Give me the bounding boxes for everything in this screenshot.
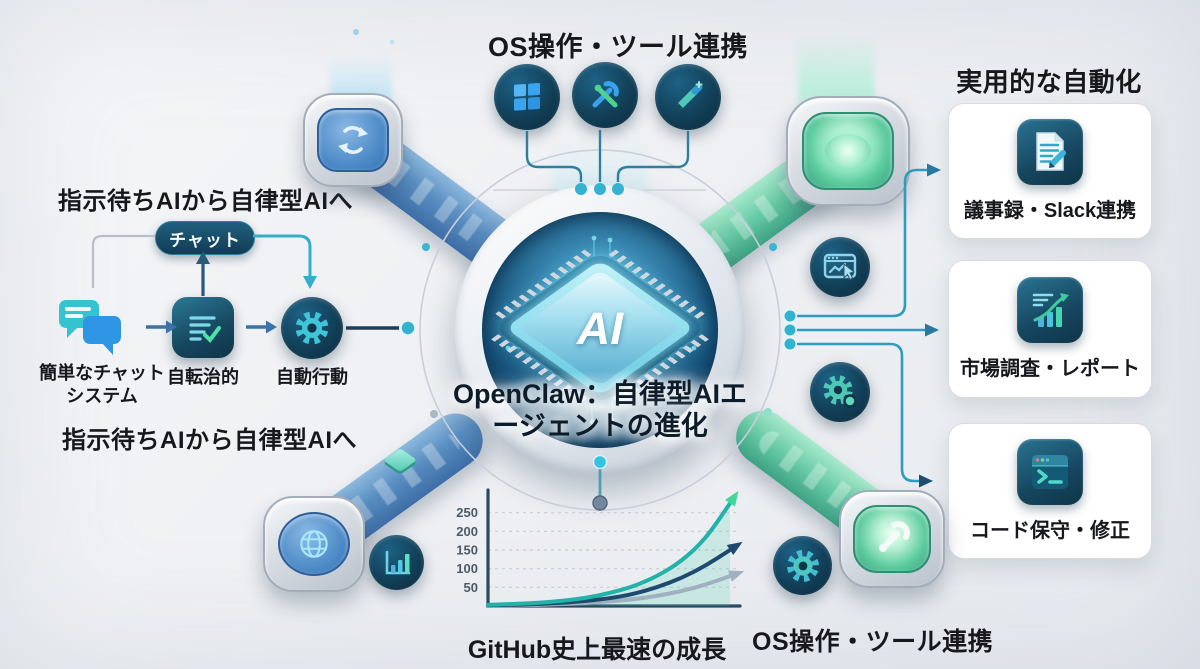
checklist-icon xyxy=(172,297,234,358)
chart-caption: GitHub史上最速の成長 xyxy=(467,636,727,664)
green-signal-button xyxy=(802,112,894,190)
svg-text:50: 50 xyxy=(464,580,478,595)
gear-settings-icon xyxy=(810,362,870,422)
growth-chart: 50 100 150 200 250 xyxy=(456,488,745,608)
left-heading-bottom: 指示待ちAIから自律型AIへ xyxy=(62,427,357,454)
tools-icon xyxy=(572,62,638,128)
globe-button-bezel xyxy=(263,496,365,592)
svg-text:100: 100 xyxy=(456,561,478,576)
terminal-icon xyxy=(1017,439,1083,505)
chat-pill: チャット xyxy=(155,221,255,255)
globe-icon xyxy=(278,512,350,576)
card-minutes-slack: 議事録・Slack連携 xyxy=(948,103,1152,239)
gear-icon xyxy=(281,297,343,359)
windows-icon xyxy=(494,64,560,130)
market-chart-icon xyxy=(1017,277,1083,343)
step-label-3: 自動行動 xyxy=(276,367,348,387)
gear-bottom-icon xyxy=(773,536,832,595)
left-heading-top: 指示待ちAIから自律型AIへ xyxy=(58,188,353,215)
chip-ai-label: AI xyxy=(577,302,623,354)
step-label-2: 自転治的 xyxy=(167,367,239,387)
card-code-maintenance: コード保守・修正 xyxy=(948,423,1152,559)
browser-cursor-icon xyxy=(810,237,870,297)
svg-text:150: 150 xyxy=(456,543,478,558)
bar-chart-icon xyxy=(369,535,424,590)
bottom-right-title: OS操作・ツール連携 xyxy=(752,628,994,656)
sync-button-bezel xyxy=(303,93,403,187)
svg-text:250: 250 xyxy=(456,505,478,520)
sync-icon xyxy=(317,108,389,172)
green-signal-bezel xyxy=(786,96,910,206)
step-label-1: 簡単なチャット システム xyxy=(39,363,165,406)
top-section-title: OS操作・ツール連携 xyxy=(488,32,749,62)
wrench-icon xyxy=(853,505,931,573)
document-pencil-icon xyxy=(1017,119,1083,185)
chat-bubbles-icon xyxy=(55,294,127,360)
card-market-research: 市場調査・レポート xyxy=(948,260,1152,398)
wrench-button-bezel xyxy=(839,490,945,588)
card-label: 議事録・Slack連携 xyxy=(963,200,1137,222)
card-label: 市場調査・レポート xyxy=(960,358,1140,380)
right-section-title: 実用的な自動化 xyxy=(956,67,1142,97)
pencil-icon xyxy=(655,64,721,130)
card-label: コード保守・修正 xyxy=(970,520,1130,542)
svg-text:200: 200 xyxy=(456,524,478,539)
main-title: OpenClaw：自律型AIエ ージェントの進化 xyxy=(452,379,748,442)
